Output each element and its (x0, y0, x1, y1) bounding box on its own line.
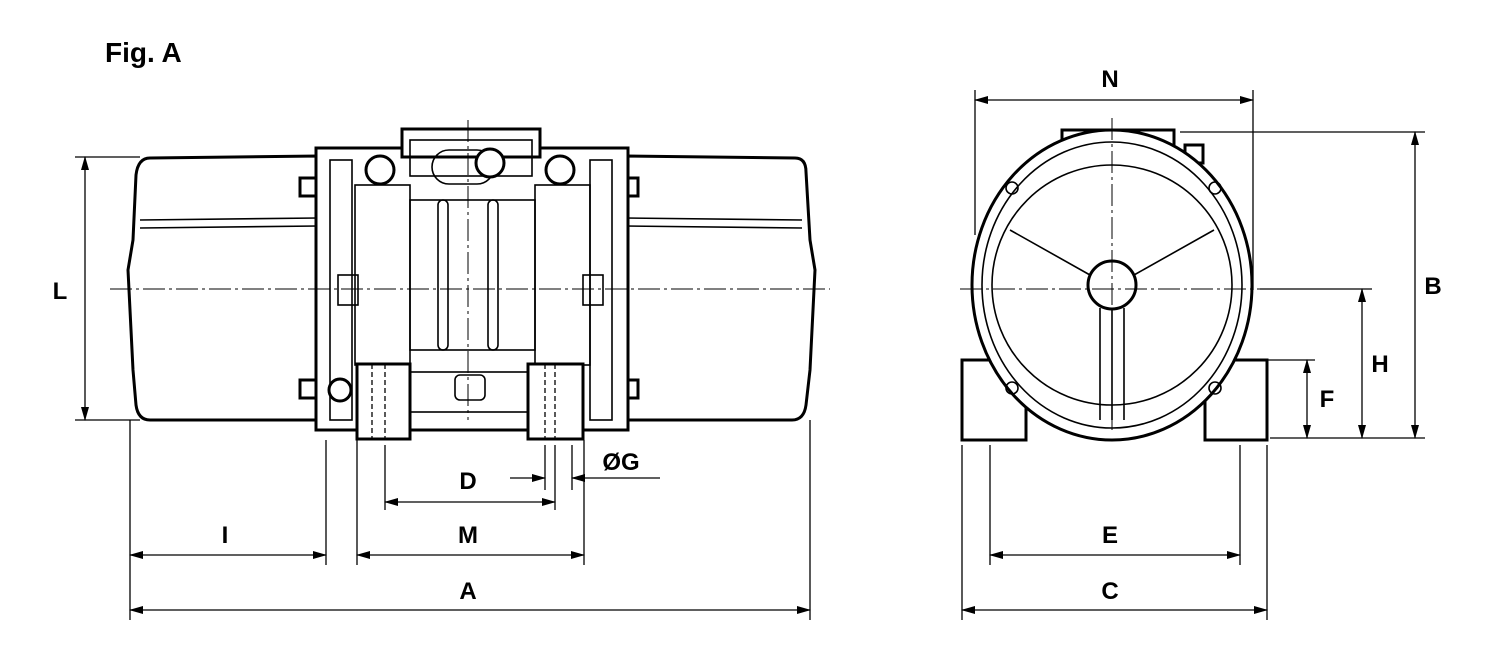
side-view-motor (110, 120, 830, 441)
figure-title: Fig. A (105, 37, 182, 68)
dim-label-f: F (1319, 386, 1335, 413)
dim-label-d: D (459, 468, 477, 495)
dim-label-m: M (458, 522, 478, 549)
left-mounting-foot (355, 362, 412, 441)
left-end-cover (126, 154, 320, 422)
terminal-box (400, 127, 542, 159)
dimension-lines (75, 90, 1425, 620)
dim-label-h: H (1371, 351, 1389, 378)
dim-label-a: A (459, 578, 477, 605)
dim-label-n: N (1101, 66, 1119, 93)
dim-label-c: C (1101, 578, 1119, 605)
dim-label-e: E (1101, 522, 1119, 549)
dim-label-b: B (1424, 273, 1442, 300)
dim-label-g: ØG (602, 449, 640, 476)
front-view-motor (960, 118, 1370, 442)
dim-label-l: L (52, 278, 68, 305)
dim-label-i: I (221, 522, 229, 549)
right-end-cover (623, 154, 817, 422)
